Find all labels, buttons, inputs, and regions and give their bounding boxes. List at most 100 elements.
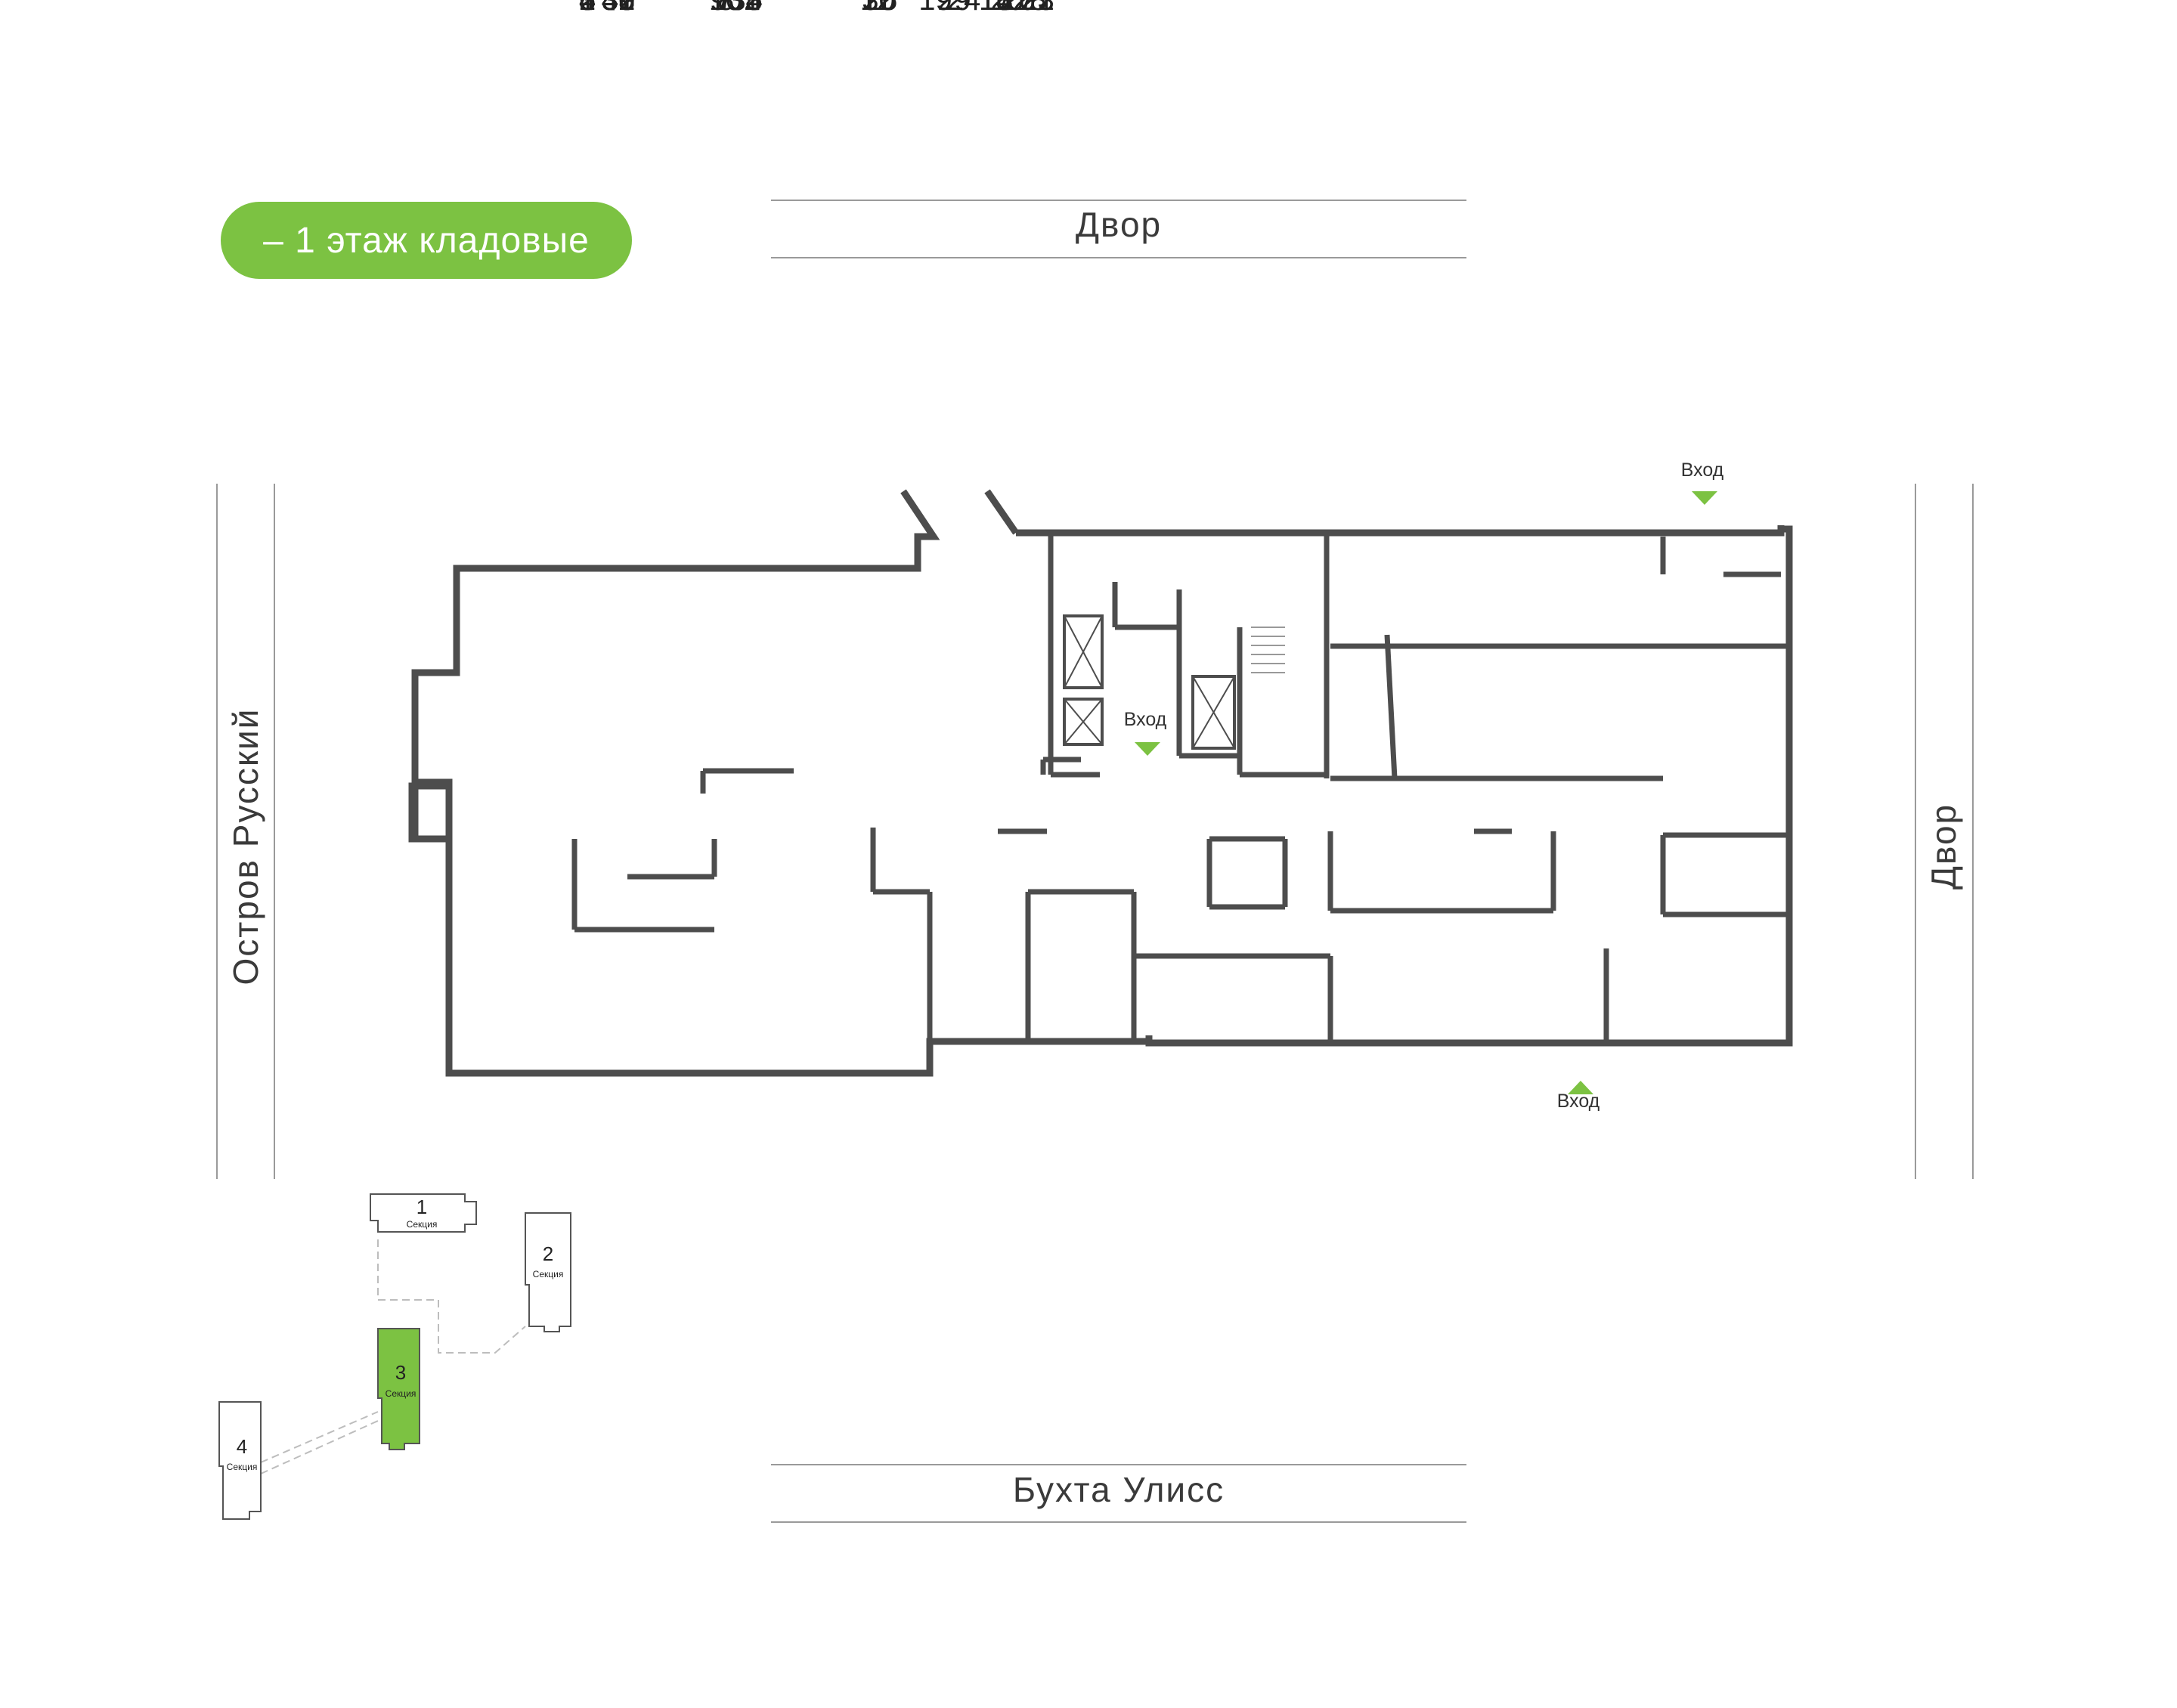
- storage-unit-number: 35: [729, 0, 763, 17]
- entrance-2: Вход: [1124, 709, 1167, 756]
- section-outline: [525, 1212, 571, 1332]
- storage-unit-number: 12: [860, 0, 894, 17]
- storage-unit-40[interactable]: 40: [602, 0, 636, 17]
- storage-unit-number: 26: [1002, 0, 1036, 17]
- street-top-line-lower: [771, 257, 1466, 258]
- storage-unit-42[interactable]: 42: [602, 0, 636, 17]
- storage-unit-number: 8: [717, 0, 734, 17]
- street-top-label: Двор: [1075, 205, 1163, 244]
- storage-unit-number: 24: [947, 0, 981, 17]
- storage-unit-4[interactable]: 4: [579, 0, 596, 17]
- minimap-path: [377, 1239, 526, 1354]
- storage-unit-number: 6: [579, 0, 596, 17]
- storage-unit-43[interactable]: 43: [602, 0, 636, 17]
- storage-unit-number: 39: [602, 0, 636, 17]
- storage-unit-21[interactable]: 21: [1020, 0, 1054, 17]
- storage-unit-11[interactable]: 11: [861, 0, 893, 17]
- storage-unit-5[interactable]: 5: [579, 0, 596, 17]
- storage-unit-number: 3: [579, 0, 596, 17]
- storage-unit-number: 5: [579, 0, 596, 17]
- storage-unit-number: 32: [727, 0, 761, 17]
- storage-unit-33[interactable]: 33: [729, 0, 763, 17]
- storage-unit-13[interactable]: 13: [979, 0, 1013, 17]
- storage-unit-30[interactable]: 30: [862, 0, 896, 17]
- storage-unit-15[interactable]: 15: [979, 0, 1013, 17]
- entrance-1: Вход: [1681, 459, 1724, 505]
- storage-unit-37[interactable]: 37: [602, 0, 636, 17]
- storage-unit-10[interactable]: 10: [709, 0, 743, 17]
- storage-unit-number: 18: [979, 0, 1013, 17]
- storage-unit-38[interactable]: 38: [602, 0, 636, 17]
- storage-unit-6[interactable]: 6: [579, 0, 596, 17]
- storage-unit-9[interactable]: 9: [710, 0, 726, 17]
- storage-unit-1[interactable]: 1: [579, 0, 596, 17]
- storage-unit-number: 16: [979, 0, 1013, 17]
- elevator-cross: [1192, 676, 1235, 749]
- storage-unit-number: 14: [979, 0, 1013, 17]
- storage-unit-20[interactable]: 20: [990, 0, 1024, 17]
- storage-unit-number: 37: [602, 0, 636, 17]
- storage-unit-number: 2: [579, 0, 596, 17]
- storage-unit-36[interactable]: 36: [602, 0, 636, 17]
- storage-unit-26[interactable]: 26: [1002, 0, 1036, 17]
- storage-unit-39[interactable]: 39: [602, 0, 636, 17]
- storage-unit-14[interactable]: 14: [979, 0, 1013, 17]
- storage-unit-17[interactable]: 17: [979, 0, 1013, 17]
- storage-unit-number: 27: [1002, 0, 1036, 17]
- street-left-line-inner: [274, 484, 275, 1179]
- storage-unit-number: 19: [918, 0, 952, 17]
- storage-unit-18[interactable]: 18: [979, 0, 1013, 17]
- storage-unit-31[interactable]: 31: [727, 0, 761, 17]
- section-outline: [218, 1401, 262, 1520]
- storage-unit-number: 34: [729, 0, 763, 17]
- section-number: 3: [395, 1361, 406, 1384]
- storage-unit-number: 40: [602, 0, 636, 17]
- storage-unit-19[interactable]: 19: [918, 0, 952, 17]
- entrance-arrow-icon: [1135, 742, 1160, 756]
- section-number: 4: [237, 1435, 247, 1458]
- storage-unit-27[interactable]: 27: [1002, 0, 1036, 17]
- street-bottom-line-lower: [771, 1521, 1466, 1523]
- section-outline: [377, 1328, 420, 1450]
- storage-unit-2[interactable]: 2: [579, 0, 596, 17]
- storage-unit-number: 22: [1020, 0, 1054, 17]
- storage-unit-number: 13: [979, 0, 1013, 17]
- storage-unit-22[interactable]: 22: [1020, 0, 1054, 17]
- section-word: Секция: [386, 1388, 417, 1399]
- storage-unit-number: 43: [602, 0, 636, 17]
- section-number: 1: [417, 1196, 427, 1218]
- section-word: Секция: [407, 1219, 438, 1230]
- street-bottom-label: Бухта Улисс: [1012, 1470, 1225, 1509]
- storage-unit-number: 15: [979, 0, 1013, 17]
- storage-unit-32[interactable]: 32: [727, 0, 761, 17]
- storage-unit-7[interactable]: 7: [717, 0, 734, 17]
- storage-unit-number: 11: [861, 0, 893, 17]
- storage-unit-41[interactable]: 41: [602, 0, 636, 17]
- floor-badge[interactable]: – 1 этаж кладовые: [221, 202, 632, 279]
- street-bottom-line-upper: [771, 1464, 1466, 1465]
- storage-unit-16[interactable]: 16: [979, 0, 1013, 17]
- building-outline: [408, 489, 1793, 1077]
- entrance-arrow-icon: [1568, 1081, 1593, 1094]
- storage-unit-34[interactable]: 34: [729, 0, 763, 17]
- storage-unit-24[interactable]: 24: [947, 0, 981, 17]
- storage-unit-8[interactable]: 8: [717, 0, 734, 17]
- minimap-path: [260, 1411, 379, 1463]
- storage-unit-29[interactable]: 29: [937, 0, 971, 17]
- entrance-arrow-icon: [1692, 491, 1717, 505]
- storage-unit-23[interactable]: 23: [1020, 0, 1054, 17]
- section-word: Секция: [533, 1269, 564, 1279]
- storage-unit-25[interactable]: 25: [864, 0, 898, 17]
- storage-unit-12[interactable]: 12: [860, 0, 894, 17]
- storage-unit-35[interactable]: 35: [729, 0, 763, 17]
- storage-unit-number: 31: [727, 0, 761, 17]
- storage-unit-3[interactable]: 3: [579, 0, 596, 17]
- storage-unit-28[interactable]: 28: [1013, 0, 1047, 17]
- storage-unit-number: 23: [1020, 0, 1054, 17]
